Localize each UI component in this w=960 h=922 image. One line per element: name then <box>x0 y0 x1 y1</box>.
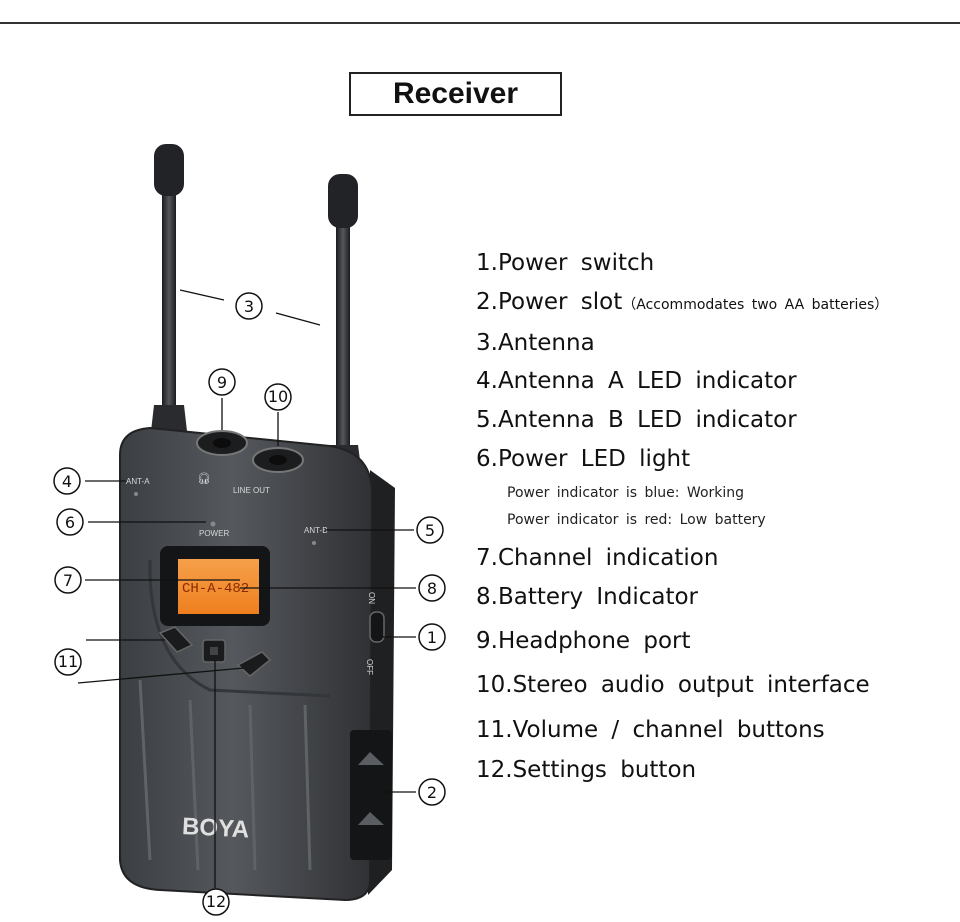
callout-1: 1 <box>418 623 446 651</box>
antenna-a <box>150 144 188 440</box>
callout-5-label: 5 <box>425 521 435 540</box>
callout-3: 3 <box>235 292 263 320</box>
legend-item-10: 10.Stereo audio output interface <box>476 672 870 698</box>
legend-item-4: 4.Antenna A LED indicator <box>476 368 797 394</box>
device-label-line-out: LINE OUT <box>233 486 270 495</box>
power-switch: ON OFF <box>365 592 385 675</box>
callout-6-label: 6 <box>65 513 75 532</box>
power-led <box>210 521 216 527</box>
callout-10-label: 10 <box>268 387 288 406</box>
line-out-jack <box>252 447 304 473</box>
headphone-icon: 🎧︎ <box>197 472 211 485</box>
antenna-b <box>324 174 362 475</box>
callout-7-label: 7 <box>63 571 73 590</box>
device-label-off: OFF <box>365 659 374 675</box>
legend-item-5: 5.Antenna B LED indicator <box>476 407 797 433</box>
leader-lines <box>77 289 416 888</box>
legend-item-2: 2.Power slot（Accommodates two AA batteri… <box>476 289 889 315</box>
device-label-power: POWER <box>199 529 229 538</box>
callout-8: 8 <box>418 574 446 602</box>
callout-12-label: 12 <box>206 892 226 911</box>
callout-11: 11 <box>54 648 82 676</box>
top-divider <box>0 22 960 24</box>
callout-11-label: 11 <box>58 652 78 671</box>
callout-8-label: 8 <box>427 579 437 598</box>
volume-up-button <box>236 651 272 677</box>
brand-logo: BOYA <box>181 813 249 843</box>
legend-item-11: 11.Volume / channel buttons <box>476 717 825 743</box>
legend-item-6: 6.Power LED light <box>476 446 691 472</box>
legend-item-9: 9.Headphone port <box>476 628 691 654</box>
settings-button <box>202 639 226 663</box>
device-label-ant-a: ANT-A <box>126 477 150 486</box>
legend-item-12: 12.Settings button <box>476 757 697 783</box>
callout-4-label: 4 <box>62 472 72 491</box>
callout-12: 12 <box>202 888 230 916</box>
legend-item-1: 1.Power switch <box>476 250 655 276</box>
volume-down-button <box>158 626 194 653</box>
legend-item-2-note: （Accommodates two AA batteries） <box>622 297 889 313</box>
legend-subnote-blue: Power indicator is blue: Working <box>507 485 745 501</box>
lcd-channel-text: CH-A-482 <box>182 581 249 597</box>
device-label-ant-b: ANT-B <box>304 526 328 535</box>
battery-slot <box>350 730 392 860</box>
callout-3-label: 3 <box>244 297 254 316</box>
callout-10: 10 <box>264 383 292 411</box>
callout-4: 4 <box>53 467 81 495</box>
callout-2: 2 <box>418 778 446 806</box>
lcd-display: CH-A-482 <box>160 546 270 626</box>
legend-subnote-red: Power indicator is red: Low battery <box>507 512 766 528</box>
callout-6: 6 <box>56 508 84 536</box>
callout-2-label: 2 <box>427 783 437 802</box>
callout-5: 5 <box>416 516 444 544</box>
callout-9: 9 <box>208 368 236 396</box>
legend-item-8: 8.Battery Indicator <box>476 584 699 610</box>
diagram-title: Receiver <box>349 72 562 116</box>
device-label-on: ON <box>367 592 376 604</box>
callout-9-label: 9 <box>217 373 227 392</box>
headphone-jack <box>196 430 248 456</box>
legend-item-3: 3.Antenna <box>476 330 595 356</box>
callout-1-label: 1 <box>427 628 437 647</box>
callout-7: 7 <box>54 566 82 594</box>
legend-item-7: 7.Channel indication <box>476 545 719 571</box>
